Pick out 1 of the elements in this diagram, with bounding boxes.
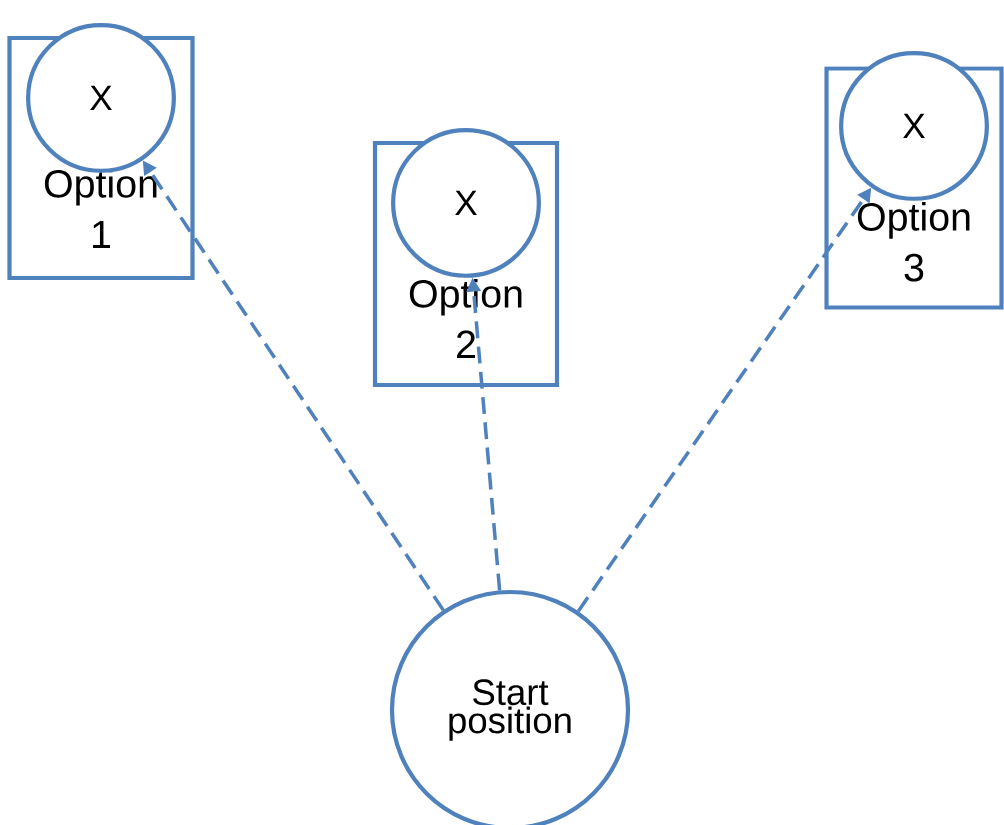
node-label: X [903,113,925,138]
